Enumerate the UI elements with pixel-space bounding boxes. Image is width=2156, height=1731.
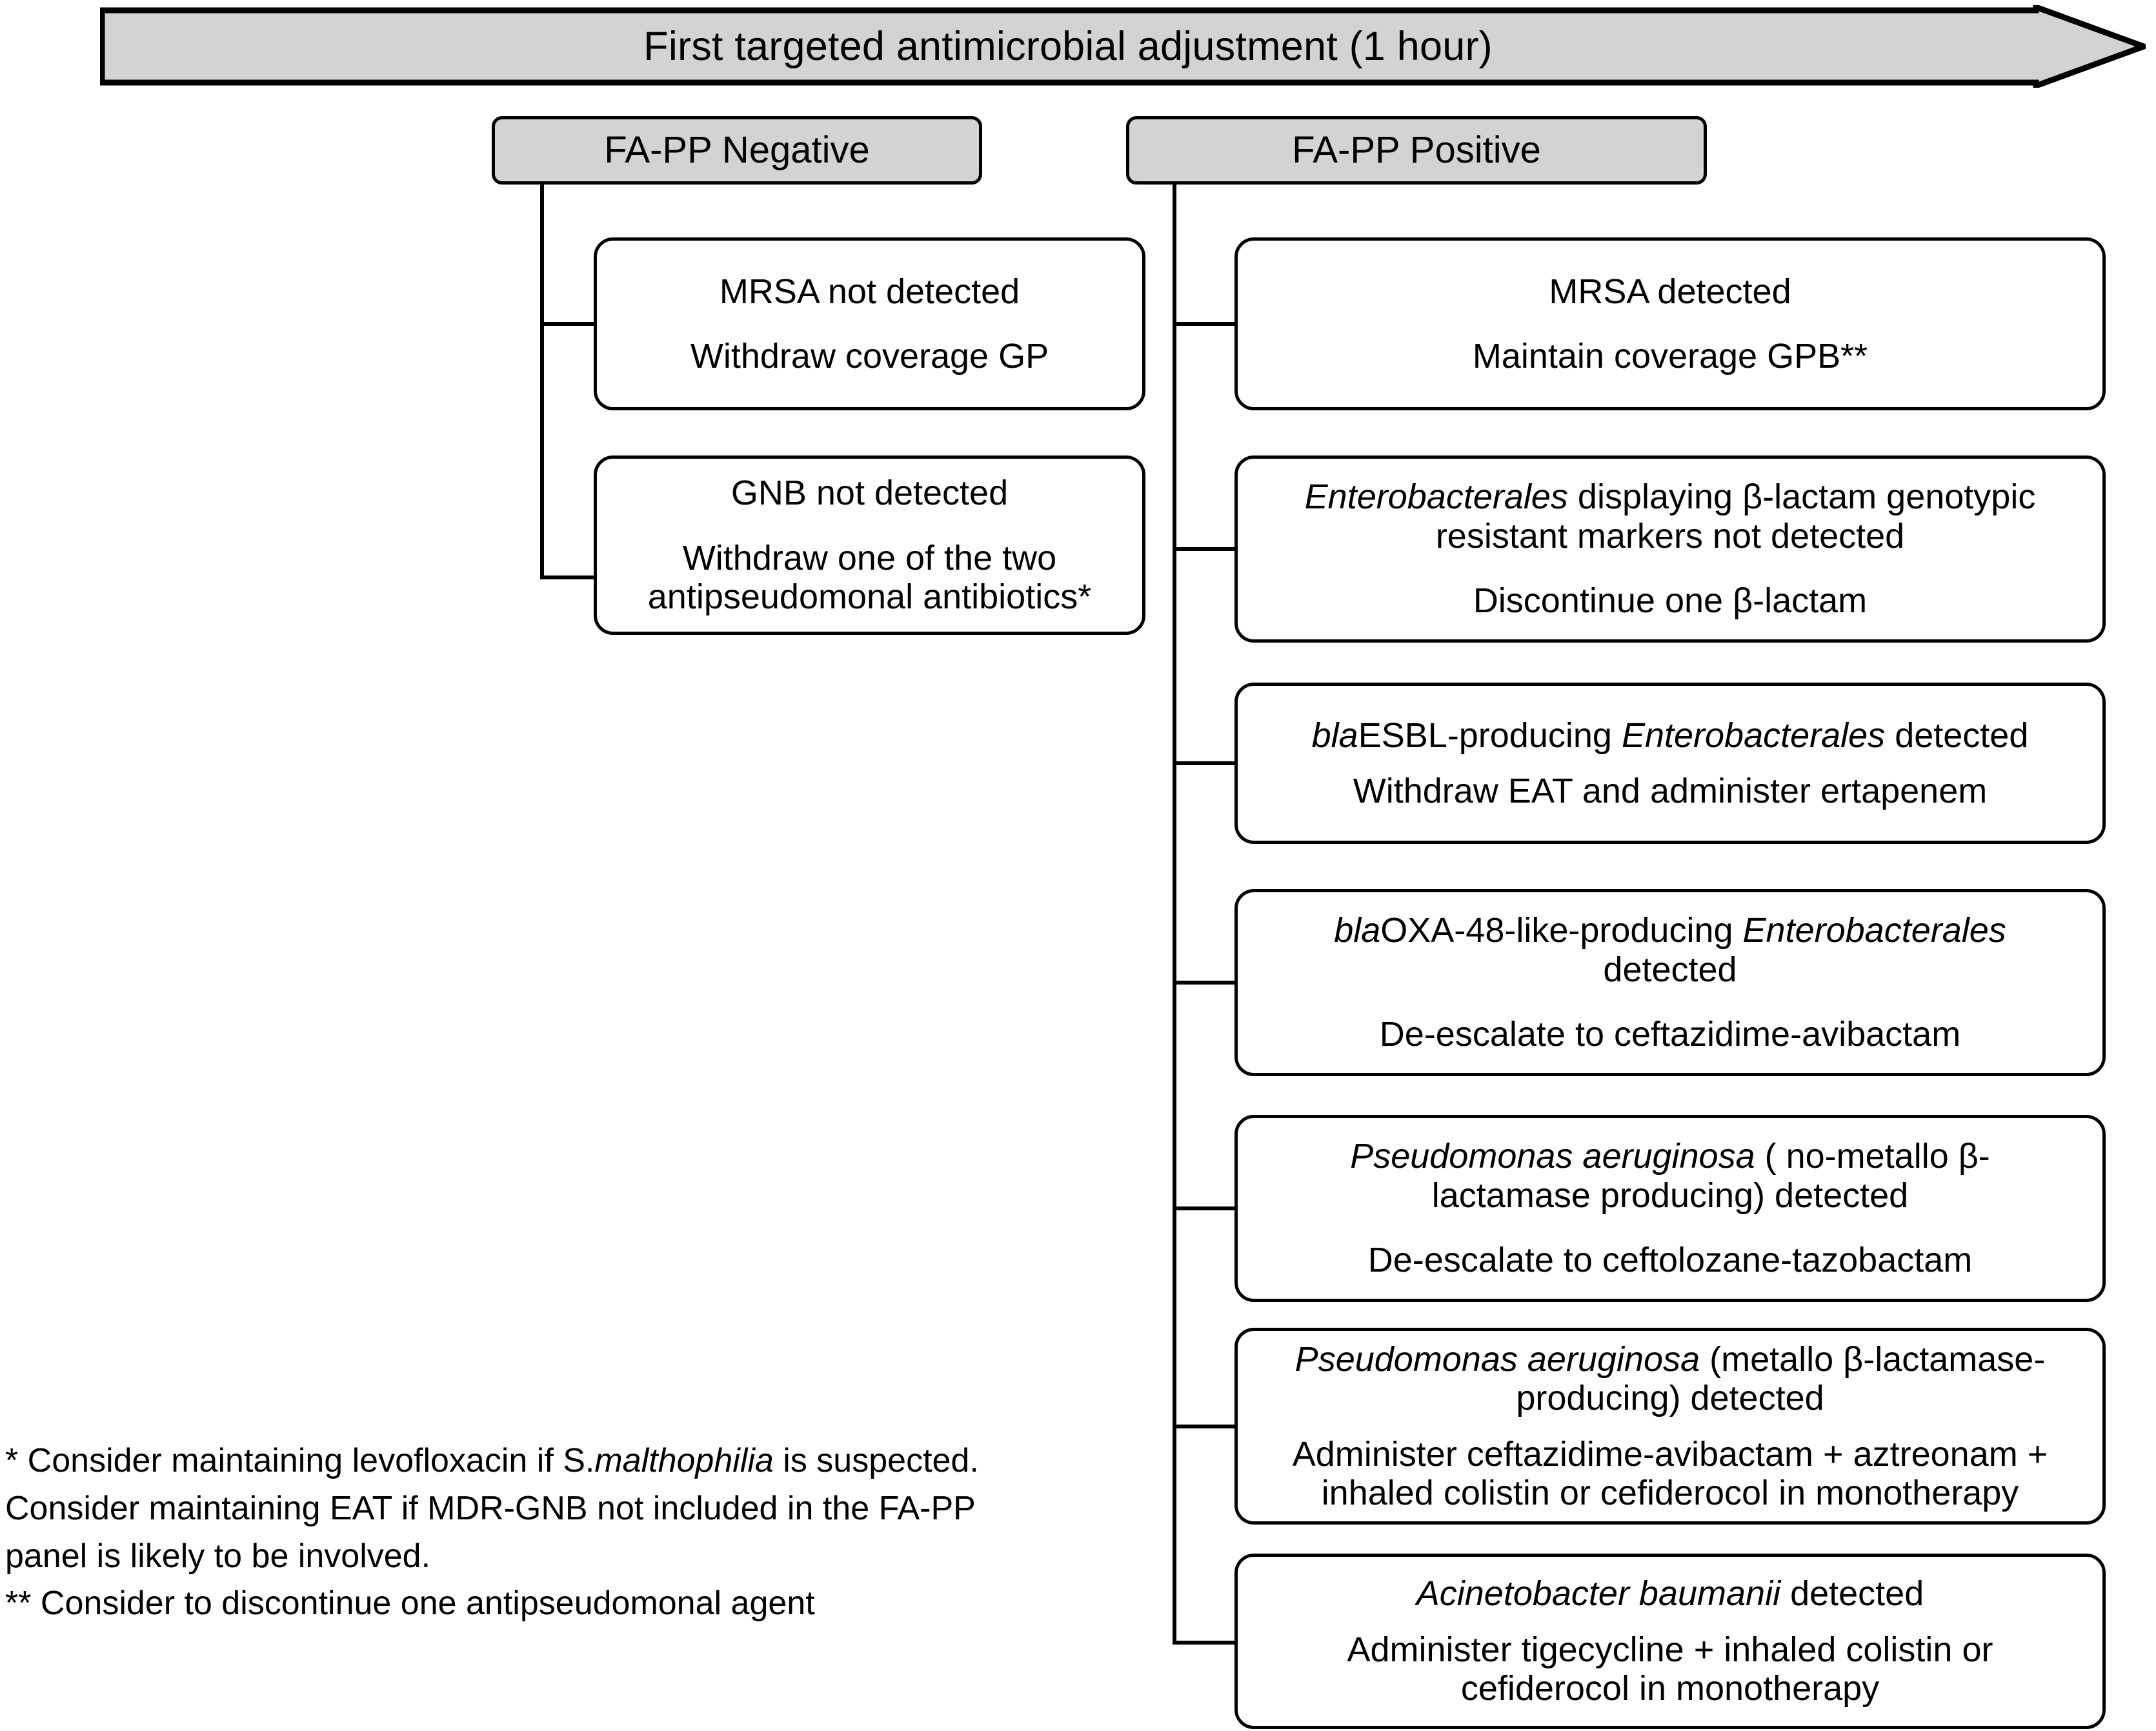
connector-right-trunk (1173, 183, 1176, 1643)
footnote-line-4: ** Consider to discontinue one antipseud… (5, 1585, 815, 1623)
organism-name: malthophilia (594, 1442, 774, 1479)
connector-right-stub-2 (1173, 547, 1236, 551)
finding-text: ESBL-producing (1358, 715, 1622, 755)
node-finding: MRSA detected (1549, 272, 1791, 311)
footnote-text-post: is suspected. (773, 1442, 979, 1479)
header-fa-pp-negative[interactable]: FA-PP Negative (492, 116, 982, 185)
organism-name: Enterobacterales (1621, 715, 1886, 755)
connector-left-trunk (540, 183, 544, 579)
connector-left-stub-1 (540, 322, 596, 326)
organism-name: Pseudomonas aeruginosa (1350, 1137, 1755, 1176)
node-action-line2: cefiderocol in monotherapy (1460, 1669, 1880, 1708)
connector-right-stub-4 (1173, 981, 1236, 985)
node-finding: GNB not detected (730, 474, 1009, 513)
node-finding-line2: producing) detected (1516, 1379, 1824, 1418)
gene-prefix: bla (1334, 911, 1381, 950)
node-action: Withdraw EAT and administer ertapenem (1353, 772, 1988, 810)
finding-text-2: detected (1885, 715, 2029, 755)
banner-arrow: First targeted antimicrobial adjustment … (100, 5, 2146, 88)
node-action-line1: Withdraw one of the two (682, 538, 1057, 577)
node-mrsa-not-detected[interactable]: MRSA not detected Withdraw coverage GP (594, 237, 1145, 410)
connector-right-stub-7 (1173, 1641, 1236, 1645)
connector-right-stub-6 (1173, 1425, 1236, 1428)
connector-left-stub-2 (540, 575, 596, 579)
node-action-line1: Administer tigecycline + inhaled colisti… (1347, 1630, 1993, 1669)
header-fa-pp-positive-label: FA-PP Positive (1292, 128, 1541, 171)
footnote-line-2: Consider maintaining EAT if MDR-GNB not … (5, 1489, 976, 1527)
node-finding-line1: Pseudomonas aeruginosa (metallo β-lactam… (1295, 1340, 2046, 1379)
footnote-text-pre: * Consider maintaining levofloxacin if S… (5, 1442, 595, 1479)
node-finding: Acinetobacter baumanii detected (1416, 1574, 1924, 1613)
footnote-line-3: panel is likely to be involved. (5, 1537, 431, 1575)
node-finding-line2: resistant markers not detected (1435, 516, 1905, 555)
header-fa-pp-positive[interactable]: FA-PP Positive (1126, 116, 1707, 185)
connector-right-stub-5 (1173, 1206, 1236, 1210)
node-esbl-enterobacterales[interactable]: blaESBL-producing Enterobacterales detec… (1234, 683, 2106, 844)
node-finding-line2: detected (1603, 950, 1737, 989)
organism-name: Acinetobacter baumanii (1416, 1574, 1781, 1614)
node-action-line2: antipseudomonal antibiotics* (647, 577, 1092, 617)
connector-right-stub-1 (1173, 322, 1236, 326)
banner-title: First targeted antimicrobial adjustment … (643, 23, 1493, 69)
node-action-line1: Administer ceftazidime-avibactam + aztre… (1292, 1434, 2048, 1474)
node-action-line2: inhaled colistin or cefiderocol in monot… (1321, 1473, 2019, 1512)
finding-text: detected (1780, 1574, 1924, 1614)
node-action: De-escalate to ceftazidime-avibactam (1379, 1015, 1961, 1054)
footnote-line-1: * Consider maintaining levofloxacin if S… (5, 1437, 1160, 1485)
organism-name: Enterobacterales (1742, 911, 2006, 950)
node-finding-line1: Enterobacterales displaying β-lactam gen… (1305, 477, 2036, 516)
node-pseudomonas-metallo[interactable]: Pseudomonas aeruginosa (metallo β-lactam… (1234, 1328, 2106, 1525)
node-pseudomonas-no-metallo[interactable]: Pseudomonas aeruginosa ( no-metallo β- l… (1234, 1115, 2106, 1302)
node-finding-line1: Pseudomonas aeruginosa ( no-metallo β- (1350, 1137, 1990, 1176)
node-finding: MRSA not detected (719, 272, 1020, 311)
finding-text: ( no-metallo β- (1755, 1137, 1990, 1176)
header-fa-pp-negative-label: FA-PP Negative (604, 128, 870, 171)
footnotes: * Consider maintaining levofloxacin if S… (5, 1437, 1160, 1628)
node-enterobacterales-no-markers[interactable]: Enterobacterales displaying β-lactam gen… (1234, 455, 2106, 643)
gene-prefix: bla (1311, 715, 1358, 755)
node-finding-line1: blaOXA-48-like-producing Enterobacterale… (1334, 911, 2006, 950)
node-finding-line2: lactamase producing) detected (1431, 1176, 1909, 1215)
node-acinetobacter-baumanii[interactable]: Acinetobacter baumanii detected Administ… (1234, 1554, 2106, 1729)
organism-name: Pseudomonas aeruginosa (1295, 1339, 1700, 1379)
organism-name: Enterobacterales (1304, 477, 1568, 517)
node-action: De-escalate to ceftolozane-tazobactam (1367, 1241, 1973, 1280)
node-oxa48-enterobacterales[interactable]: blaOXA-48-like-producing Enterobacterale… (1234, 889, 2106, 1076)
connector-right-stub-3 (1173, 761, 1236, 765)
banner-arrow-shape (100, 5, 2146, 88)
node-action: Maintain coverage GPB** (1472, 337, 1868, 375)
node-gnb-not-detected[interactable]: GNB not detected Withdraw one of the two… (594, 455, 1145, 635)
finding-text: (metallo β-lactamase- (1700, 1339, 2046, 1379)
node-finding: blaESBL-producing Enterobacterales detec… (1312, 716, 2029, 755)
finding-text: displaying β-lactam genotypic (1567, 477, 2036, 517)
node-mrsa-detected[interactable]: MRSA detected Maintain coverage GPB** (1234, 237, 2106, 410)
node-action: Withdraw coverage GP (690, 337, 1049, 375)
node-action: Discontinue one β-lactam (1473, 581, 1868, 621)
finding-text: OXA-48-like-producing (1380, 911, 1743, 950)
